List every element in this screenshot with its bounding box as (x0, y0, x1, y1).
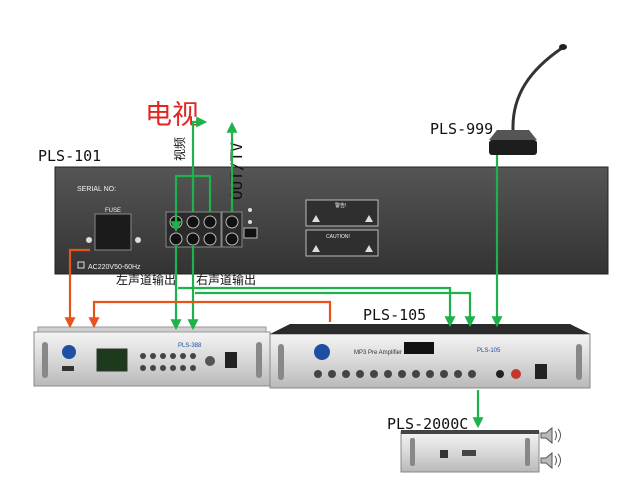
pls999-name: PLS-999 (430, 120, 493, 138)
pls2000c-name: PLS-2000C (387, 415, 468, 433)
pls105-rack-unit: MP3 Pre Amplifier PLS-105 (269, 324, 591, 389)
microphone-icon (489, 44, 567, 155)
speaker-icon (540, 426, 561, 445)
warning-label-box: 警告! (305, 199, 379, 227)
right-to-pls105-line (195, 291, 476, 328)
pls388-panel-label: PLS-388 (178, 343, 202, 349)
out-tv-label: OUT/TV (227, 142, 246, 200)
pls101-name: PLS-101 (38, 147, 101, 165)
caution-label: CAUTION! (326, 234, 350, 240)
pls105-panel-text: MP3 Pre Amplifier (354, 350, 402, 356)
right-channel-label: 右声道输出 (196, 272, 256, 287)
left-to-pls105-line (178, 286, 456, 328)
pls2000c-amplifier (400, 430, 540, 473)
tv-label: 电视 (145, 100, 199, 131)
power-switch-icon (77, 261, 85, 269)
pls101-rear-panel: SERIAL NO: FUSE AC220V50-60Hz (54, 166, 609, 275)
pls105-name: PLS-105 (363, 306, 426, 324)
power-line (64, 248, 90, 329)
pls105-panel-label: PLS-105 (477, 348, 501, 354)
fuse-socket: FUSE (86, 208, 141, 251)
pls105-to-pls388-line (88, 300, 332, 329)
serial-label: SERIAL NO: (77, 186, 116, 193)
warning-label: 警告! (335, 202, 346, 209)
speaker-icon (540, 451, 561, 470)
fuse-label: FUSE (105, 208, 121, 214)
pls388-rack-unit: PLS-388 (33, 326, 271, 387)
power-label: AC220V50-60Hz (88, 264, 141, 271)
caution-label-box: CAUTION! (305, 229, 379, 257)
left-channel-label: 左声道输出 (116, 272, 176, 287)
video-label: 视频 (172, 137, 187, 161)
